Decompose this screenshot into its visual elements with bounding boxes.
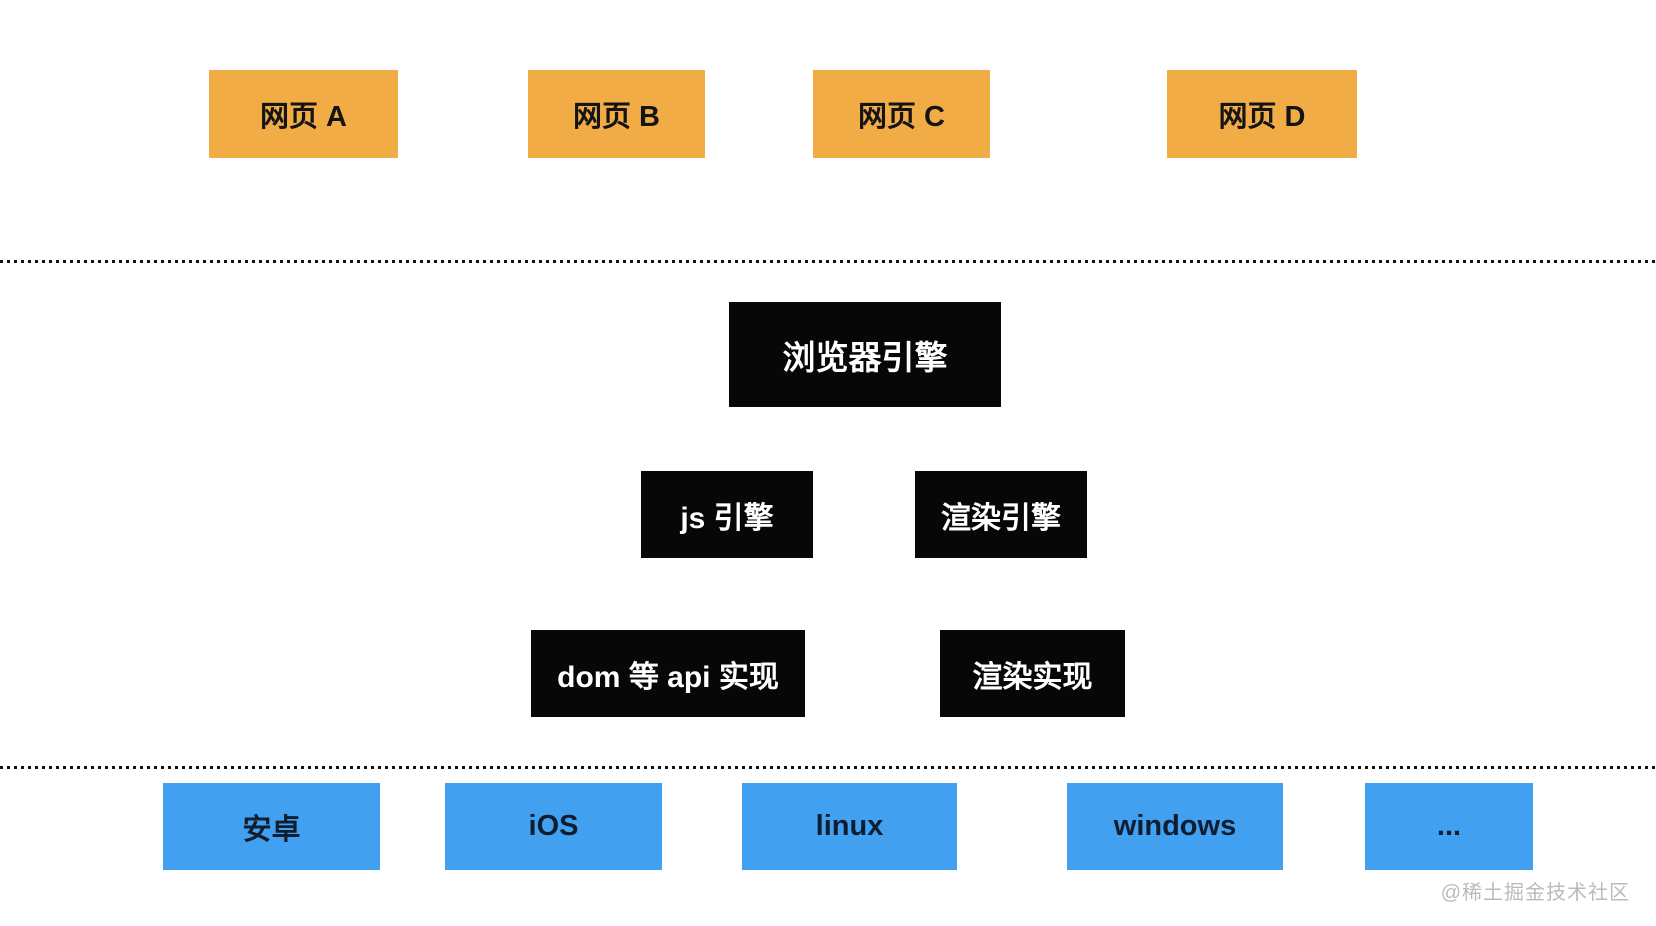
platform-linux-box: linux [742,783,957,870]
browser-engine-box: 浏览器引擎 [729,302,1001,407]
webpage-a-box: 网页 A [209,70,398,158]
platform-ios-box: iOS [445,783,662,870]
platform-ellipsis-box: ... [1365,783,1533,870]
webpage-d-box: 网页 D [1167,70,1357,158]
platform-windows-box: windows [1067,783,1283,870]
dom-api-impl-box: dom 等 api 实现 [531,630,805,717]
webpage-b-box: 网页 B [528,70,705,158]
community-watermark: @稀土掘金技术社区 [1440,882,1630,904]
render-impl-box: 渲染实现 [940,630,1125,717]
upper-dotted-divider [0,260,1656,263]
platform-android-box: 安卓 [163,783,380,870]
js-engine-box: js 引擎 [641,471,813,558]
webpage-c-box: 网页 C [813,70,990,158]
render-engine-box: 渲染引擎 [915,471,1087,558]
lower-dotted-divider [0,766,1656,769]
